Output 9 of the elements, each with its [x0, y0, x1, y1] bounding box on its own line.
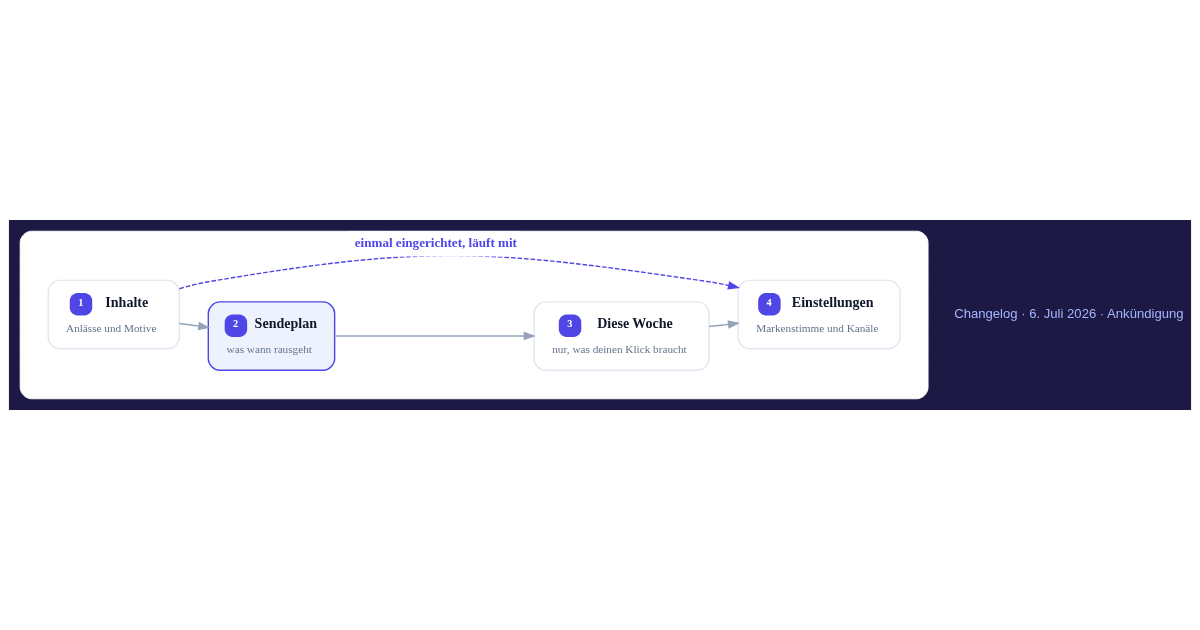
- arrow: [333, 331, 536, 341]
- node-box: 2 Sendeplan was wann rausgeht: [207, 301, 336, 371]
- label: Changelog · 6. Juli 2026 · Ankündigung: [954, 306, 1184, 321]
- node-box: 3 Diese Woche nur, was deinen Klick braucht: [533, 301, 710, 371]
- arrow: [178, 321, 211, 331]
- node-box: 4 Einstellungen Markenstimme und Kanäle: [737, 279, 901, 350]
- edge-label: einmal eingerichtet, läuft mit: [354, 234, 517, 250]
- node-box: 1 Inhalte Anlässe und Motive: [47, 279, 180, 350]
- arrow: [708, 320, 741, 329]
